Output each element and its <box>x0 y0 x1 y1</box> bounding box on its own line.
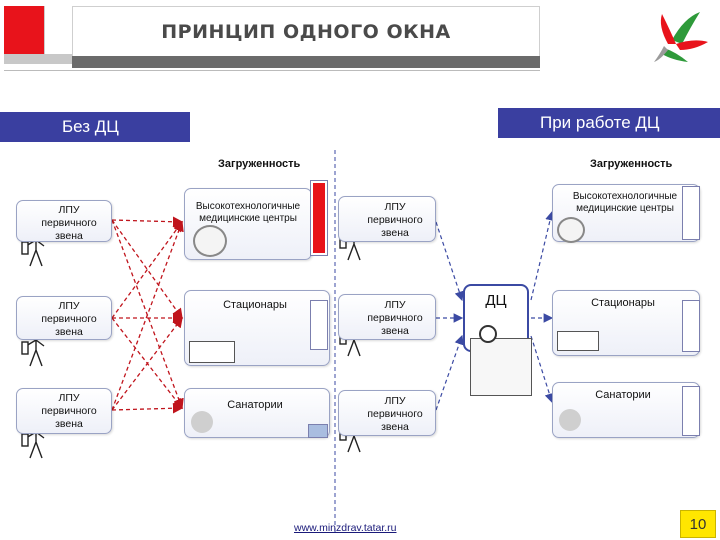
scanner-icon <box>193 225 227 257</box>
right-hightech-label: Высокотехнологичные медицинские центры <box>572 191 678 214</box>
left-clinic-1: ЛПУ первичного звена <box>16 200 112 242</box>
right-sanatorium-load-bar <box>682 386 700 436</box>
left-sanatorium: Санатории <box>184 388 330 438</box>
right-clinic-2-label: ЛПУ первичного звена <box>367 299 423 337</box>
hospital-bed-icon <box>189 341 235 363</box>
right-arrows <box>435 210 555 411</box>
right-clinic-3: ЛПУ первичного звена <box>338 390 436 436</box>
hospital-bed-icon-right <box>557 331 599 351</box>
page-number-badge: 10 <box>680 510 716 538</box>
right-hospital: Стационары <box>552 290 700 356</box>
right-sanatorium: Санатории <box>552 382 700 438</box>
header-divider <box>4 70 540 71</box>
right-clinic-1: ЛПУ первичного звена <box>338 196 436 242</box>
tree-icon-right <box>559 409 581 431</box>
left-clinic-2: ЛПУ первичного звена <box>16 296 112 340</box>
left-hightech-load-bar <box>310 180 328 256</box>
operator-head-icon <box>479 325 497 343</box>
right-load-label: Загруженность <box>590 158 673 170</box>
right-clinic-2: ЛПУ первичного звена <box>338 294 436 340</box>
diagnostic-center-label: ДЦ <box>485 292 507 309</box>
left-hightech-load-fill <box>313 183 325 253</box>
left-clinic-3-label: ЛПУ первичного звена <box>41 392 97 430</box>
left-clinic-2-label: ЛПУ первичного звена <box>41 300 97 338</box>
header-dark-bar <box>72 56 540 68</box>
left-clinic-1-label: ЛПУ первичного звена <box>41 204 97 242</box>
page-title-frame: ПРИНЦИП ОДНОГО ОКНА <box>72 6 540 58</box>
left-sanatorium-load-bar <box>308 424 328 438</box>
page-number: 10 <box>689 515 707 533</box>
right-clinic-1-label: ЛПУ первичного звена <box>367 201 423 239</box>
header-grey-strip <box>4 54 72 64</box>
left-hightech-center: Высокотехнологичные медицинские центры <box>184 188 312 260</box>
operator-desk-icon <box>470 325 532 396</box>
left-load-label: Загруженность <box>218 158 301 170</box>
left-arrows <box>111 216 184 414</box>
tatarstan-logo-icon <box>654 12 708 62</box>
ministry-url-link[interactable]: www.minzdrav.tatar.ru <box>294 522 397 534</box>
header-white-block <box>44 6 73 54</box>
left-hospital-load-bar <box>310 300 328 350</box>
left-sanatorium-label: Санатории <box>227 399 283 411</box>
with-dc-banner: При работе ДЦ <box>498 108 720 138</box>
without-dc-label: Без ДЦ <box>62 117 119 136</box>
tree-icon <box>191 411 213 433</box>
page-title: ПРИНЦИП ОДНОГО ОКНА <box>161 21 451 43</box>
right-hospital-label: Стационары <box>591 297 655 309</box>
logo-red-block <box>4 6 44 54</box>
right-hightech-load-bar <box>682 186 700 240</box>
left-hightech-label: Высокотехнологичные медицинские центры <box>195 201 301 224</box>
scanner-icon-right <box>557 217 585 243</box>
without-dc-banner: Без ДЦ <box>0 112 190 142</box>
left-hospital: Стационары <box>184 290 330 366</box>
left-hospital-label: Стационары <box>223 299 287 311</box>
right-hightech-center: Высокотехнологичные медицинские центры <box>552 184 700 243</box>
left-clinic-3: ЛПУ первичного звена <box>16 388 112 434</box>
right-clinic-3-label: ЛПУ первичного звена <box>367 395 423 433</box>
right-hospital-load-bar <box>682 300 700 352</box>
with-dc-label: При работе ДЦ <box>540 113 660 132</box>
right-sanatorium-label: Санатории <box>595 389 651 401</box>
